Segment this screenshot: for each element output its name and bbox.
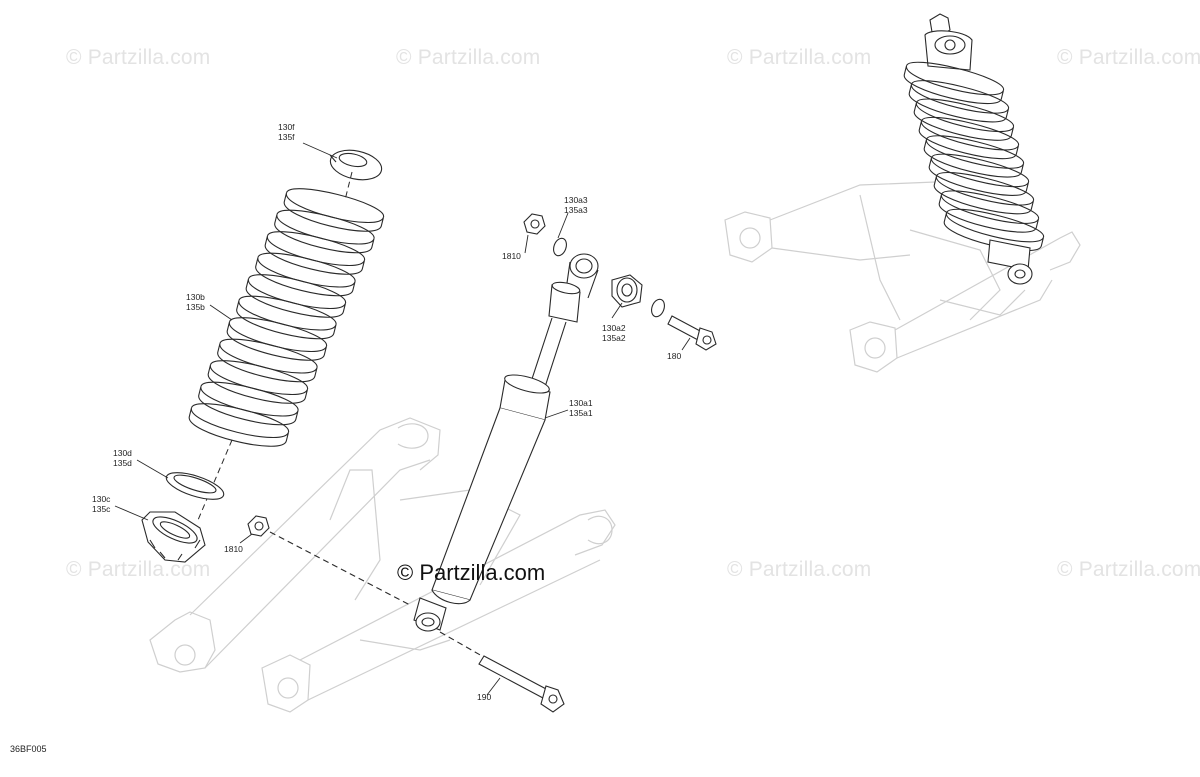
spring-axis-dash: [197, 171, 353, 521]
spring-coil-back: [200, 381, 299, 411]
upper-circlip: [553, 237, 567, 257]
coil-spring: [188, 188, 385, 447]
spring-coil-back: [935, 172, 1035, 201]
lower-nut: [247, 515, 411, 606]
spring-coil: [264, 235, 366, 275]
spring-coil: [938, 194, 1040, 233]
spring-coil-back: [285, 188, 385, 218]
spring-coil: [188, 407, 290, 447]
callout-lower-bolt: 190: [477, 692, 492, 702]
spring-coil-back: [915, 98, 1015, 127]
spring-coil: [255, 257, 356, 297]
spring-coil-back: [925, 135, 1025, 164]
adjuster-ring: [141, 511, 206, 563]
spring-coil-back: [247, 274, 347, 304]
upper-nut: [523, 213, 546, 235]
spring-coil-back: [238, 295, 337, 325]
spring-coil: [245, 278, 347, 318]
spring-coil: [918, 120, 1020, 160]
spring-coil: [913, 102, 1015, 141]
spring-coil: [903, 65, 1005, 105]
spring-coil: [236, 300, 337, 340]
callout-lower-nut: 1810: [224, 544, 243, 554]
spring-coil-back: [257, 252, 356, 282]
spring-coil: [928, 157, 1030, 196]
spring-coil: [207, 364, 309, 404]
watermark: © Partzilla.com: [727, 558, 872, 581]
spring-coil: [283, 192, 385, 232]
swing-arm-ghost-right: [724, 181, 1081, 373]
watermark: © Partzilla.com: [1057, 46, 1200, 69]
spring-coil-back: [905, 61, 1005, 91]
watermark: © Partzilla.com: [727, 46, 872, 69]
spring-coil-back: [228, 317, 328, 347]
spring-coil-back: [920, 116, 1020, 146]
watermark: © Partzilla.com: [1057, 558, 1200, 581]
spring-coil-back: [209, 360, 309, 390]
assembled-shock: [903, 13, 1045, 285]
spring-coil-back: [266, 231, 366, 261]
callout-upper-nut: 1810: [502, 251, 521, 261]
spring-coil-back: [219, 338, 318, 368]
watermark: © Partzilla.com: [66, 558, 211, 581]
spring-coil: [198, 386, 299, 426]
diagram-reference: 36BF005: [10, 744, 47, 754]
spring-coil: [274, 214, 375, 254]
spring-coil-back: [190, 403, 290, 433]
lower-bolt: [439, 631, 565, 713]
leader-lines: [114, 142, 691, 696]
watermark: © Partzilla.com: [66, 46, 211, 69]
spring-coil-back: [930, 153, 1030, 183]
upper-spring-seat: [329, 149, 383, 181]
spring-coil-back: [945, 208, 1045, 238]
callout-upper-bolt: 180: [667, 351, 682, 361]
lower-spring-seat: [165, 472, 225, 500]
spring-coil: [933, 176, 1035, 215]
spring-coil: [908, 84, 1010, 123]
spring-coil: [226, 321, 328, 361]
bushing-circlip: [651, 298, 665, 318]
watermark-main: © Partzilla.com: [397, 560, 546, 585]
spring-coil-back: [276, 209, 375, 239]
spring-coil-back: [910, 80, 1010, 109]
spring-coil: [217, 343, 318, 383]
bushing: [611, 274, 643, 308]
swing-arm-ghost-left: [149, 417, 616, 713]
upper-bolt: [667, 315, 717, 351]
watermark: © Partzilla.com: [396, 46, 541, 69]
spring-coil-back: [940, 190, 1040, 219]
spring-coil: [923, 139, 1025, 178]
shock-absorber: [413, 253, 599, 632]
